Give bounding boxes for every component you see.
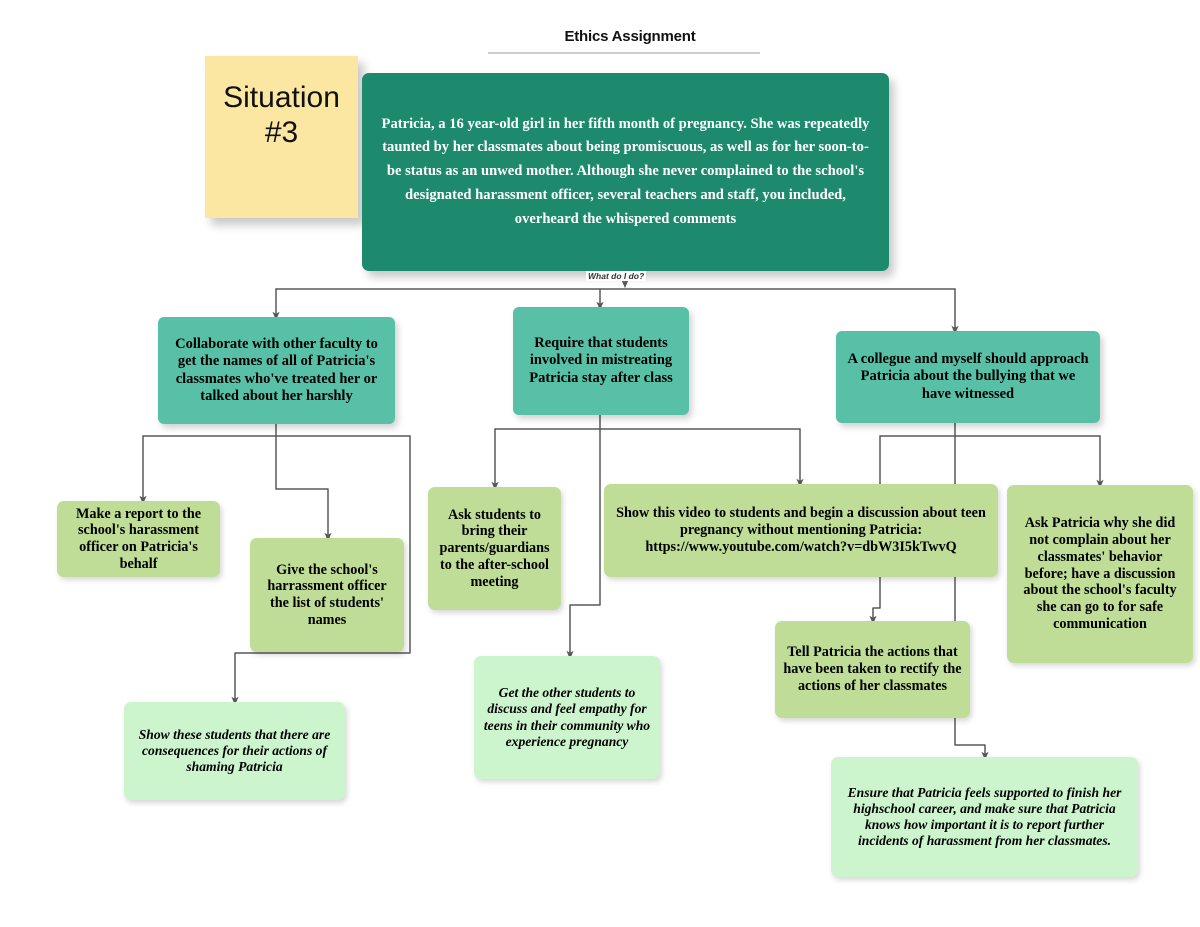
outcome-node-1a-text: Make a report to the school's harassment…	[75, 505, 202, 572]
scenario-text: Patricia, a 16 year-old girl in her fift…	[381, 115, 870, 227]
outcome-node-3b-text: Ask Patricia why she did not complain ab…	[1023, 515, 1177, 632]
scenario-box: Patricia, a 16 year-old girl in her fift…	[362, 73, 889, 271]
sticky-note-label: Situation #3	[223, 81, 340, 150]
sticky-note-situation: Situation #3	[205, 56, 358, 218]
option-node-1[interactable]: Collaborate with other faculty to get th…	[158, 317, 395, 424]
outcome-node-1b-text: Give the school's harrassment officer th…	[267, 561, 387, 628]
outcome-node-2b[interactable]: Show this video to students and begin a …	[604, 484, 998, 577]
outcome-node-3a[interactable]: Tell Patricia the actions that have been…	[775, 621, 970, 718]
outcome-node-2c-text: Get the other students to discuss and fe…	[483, 685, 651, 749]
option-node-3-text: A collegue and myself should approach Pa…	[847, 351, 1089, 402]
outcome-node-1a[interactable]: Make a report to the school's harassment…	[57, 501, 220, 577]
outcome-node-1b[interactable]: Give the school's harrassment officer th…	[250, 538, 404, 652]
outcome-node-3a-text: Tell Patricia the actions that have been…	[783, 644, 962, 694]
outcome-node-3c-text: Ensure that Patricia feels supported to …	[847, 784, 1122, 849]
title-underline	[488, 52, 760, 54]
option-node-2-text: Require that students involved in mistre…	[529, 335, 673, 386]
outcome-node-2a[interactable]: Ask students to bring their parents/guar…	[428, 487, 561, 610]
outcome-node-2a-text: Ask students to bring their parents/guar…	[439, 506, 550, 590]
outcome-node-2b-text: Show this video to students and begin a …	[616, 505, 986, 555]
page-title: Ethics Assignment	[564, 28, 696, 45]
option-node-1-text: Collaborate with other faculty to get th…	[175, 336, 378, 404]
outcome-node-1c-text: Show these students that there are conse…	[138, 726, 331, 775]
option-node-3[interactable]: A collegue and myself should approach Pa…	[836, 331, 1100, 423]
outcome-node-1c[interactable]: Show these students that there are conse…	[124, 702, 345, 800]
outcome-node-3c[interactable]: Ensure that Patricia feels supported to …	[831, 757, 1138, 877]
option-node-2[interactable]: Require that students involved in mistre…	[513, 307, 689, 415]
outcome-node-2c[interactable]: Get the other students to discuss and fe…	[474, 656, 660, 779]
edge-label-what-do-i-do: What do I do?	[586, 271, 647, 281]
outcome-node-3b[interactable]: Ask Patricia why she did not complain ab…	[1007, 485, 1193, 663]
